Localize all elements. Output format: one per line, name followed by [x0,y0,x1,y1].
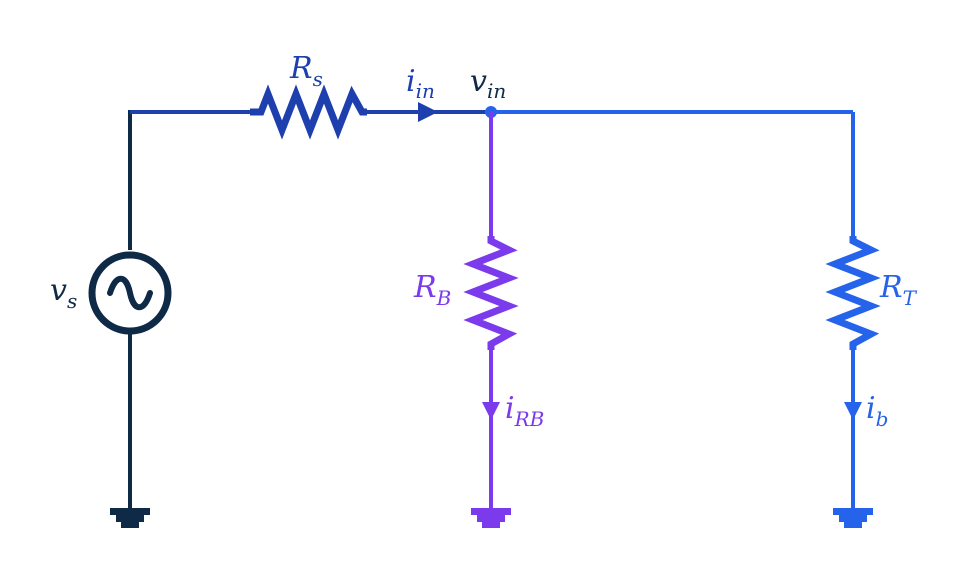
label-rt: RT [879,270,918,310]
resistor-rb-icon [463,236,519,350]
label-vin: vin [470,64,506,103]
current-arrow-iin-icon [418,102,438,122]
rt-branch [825,112,881,512]
ac-voltage-source-icon [88,251,172,335]
source-top-wire [128,110,255,250]
current-arrow-irb-icon [482,402,500,420]
ground-symbol-source [110,508,150,528]
ground-symbol-rt [833,508,873,528]
label-iin: iin [406,64,435,103]
resistor-rt-icon [825,236,881,350]
label-rs: Rs [289,51,323,91]
resistor-rs-icon [250,84,367,140]
label-ib: ib [866,391,888,431]
ground-symbol-rb [471,508,511,528]
label-vs: vs [50,273,77,313]
sine-wave-icon [107,275,153,311]
source-branch [88,110,255,512]
current-arrow-ib-icon [844,402,862,420]
label-irb: iRB [505,391,544,431]
label-rb: RB [413,270,451,310]
rb-branch [463,112,519,512]
